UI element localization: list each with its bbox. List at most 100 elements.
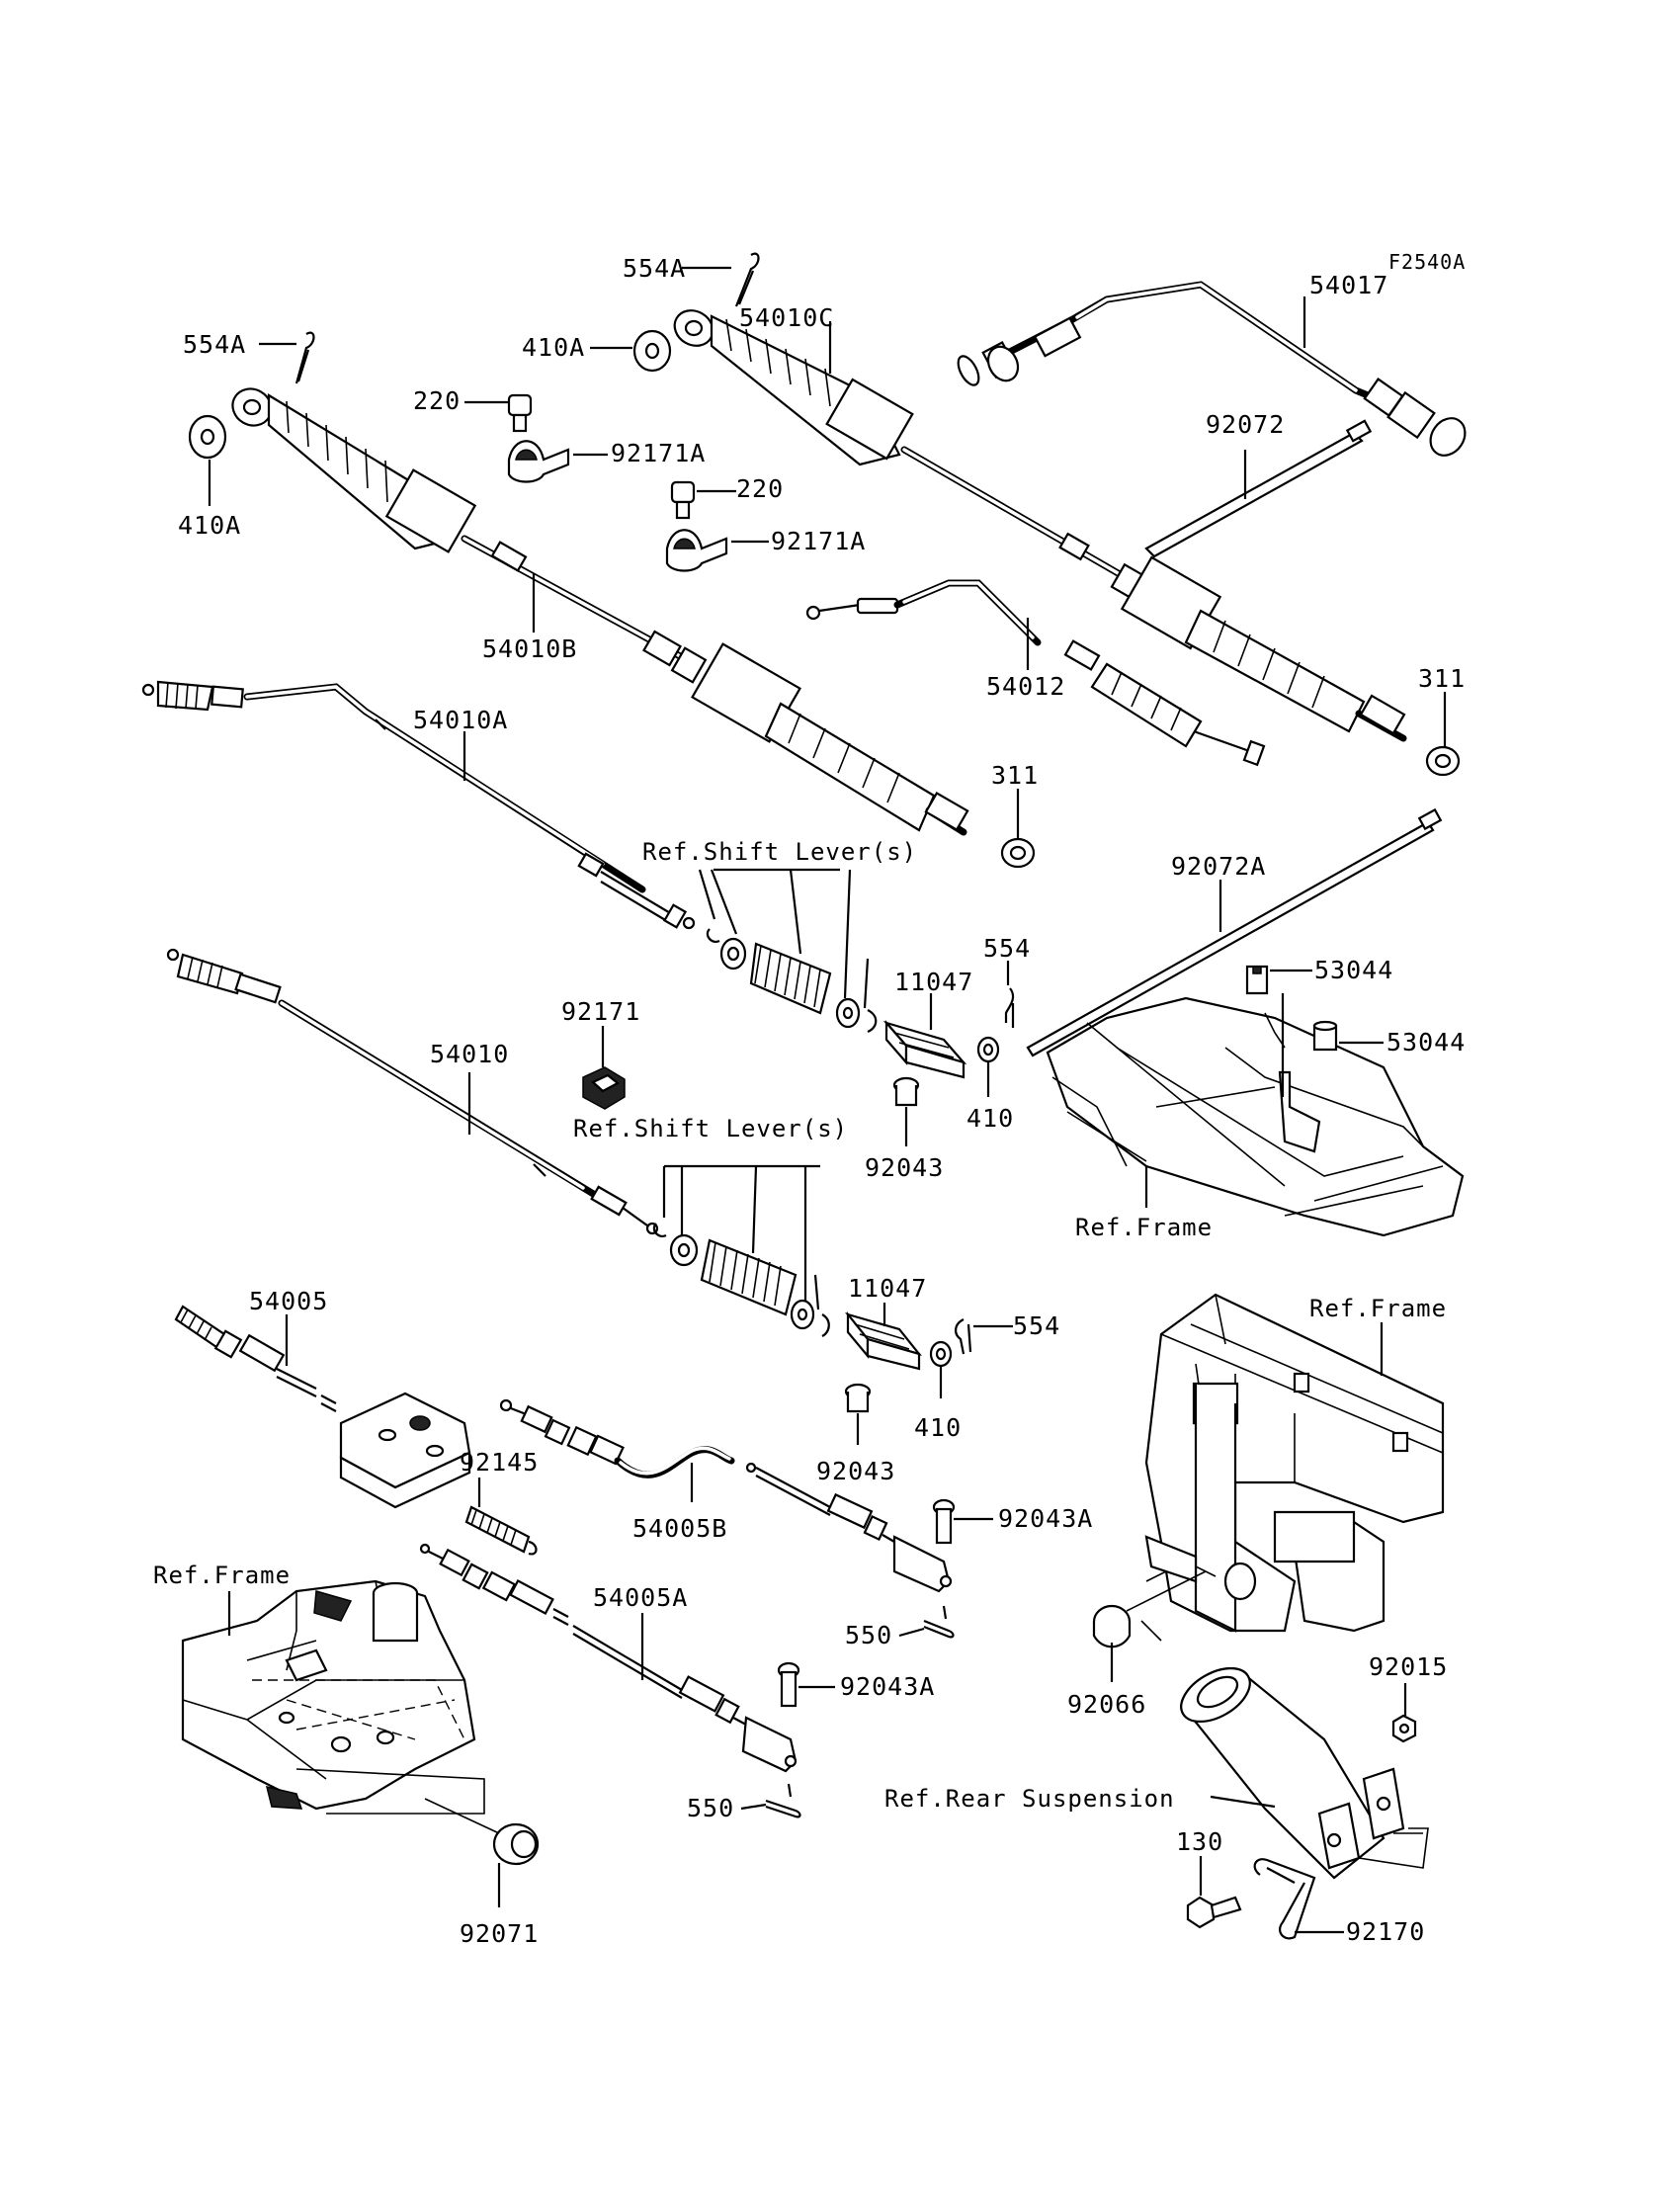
- label-54010: 54010: [430, 1040, 509, 1068]
- label-11047-b: 11047: [848, 1274, 927, 1303]
- clamp-92171A-a: [507, 440, 570, 483]
- label-554A-left: 554A: [183, 330, 246, 359]
- grommet-92071: [424, 1798, 540, 1866]
- label-311-right: 311: [1418, 664, 1466, 693]
- frame-right-middle: [1140, 1293, 1445, 1642]
- label-554A-top: 554A: [623, 254, 686, 283]
- nut-92015: [1391, 1714, 1417, 1743]
- label-410A-mid: 410A: [522, 333, 585, 362]
- label-92171A-b: 92171A: [771, 527, 866, 555]
- label-311-left: 311: [991, 761, 1039, 790]
- pin-92043A-a: [932, 1498, 956, 1545]
- label-54005B: 54005B: [632, 1514, 727, 1543]
- diagram-code: F2540A: [1388, 250, 1466, 274]
- label-92171: 92171: [561, 997, 640, 1026]
- cable-54010A: [141, 680, 696, 930]
- label-92066: 92066: [1067, 1690, 1146, 1719]
- ref-shift-lever-b: Ref.Shift Lever(s): [573, 1115, 848, 1142]
- shift-lever-parts-b: [652, 1164, 830, 1337]
- hairpin-92170: [1253, 1858, 1316, 1940]
- plug-92066: [1092, 1570, 1207, 1648]
- label-92043-b: 92043: [816, 1457, 895, 1485]
- washer-410A-mid: [632, 329, 672, 373]
- label-410-a: 410: [966, 1104, 1014, 1133]
- label-53044-a: 53044: [1314, 956, 1393, 984]
- bolt-130: [1186, 1896, 1242, 1929]
- label-92071: 92071: [460, 1919, 539, 1948]
- label-550-b: 550: [687, 1794, 734, 1822]
- shift-lever-parts-a: [698, 868, 878, 1034]
- label-53044-b: 53044: [1386, 1028, 1466, 1056]
- ref-shift-lever-a: Ref.Shift Lever(s): [642, 838, 917, 866]
- washer-410-b: [929, 1340, 953, 1368]
- cable-54005B-clevis: [745, 1462, 953, 1593]
- cable-54005A: [419, 1543, 798, 1773]
- label-220-a: 220: [413, 386, 461, 415]
- label-92015: 92015: [1369, 1652, 1448, 1681]
- spring-92145: [464, 1505, 538, 1556]
- cotter-550-a: [923, 1605, 955, 1639]
- label-54017: 54017: [1309, 271, 1388, 299]
- tie-strap-92072A: [1026, 807, 1443, 1057]
- ref-frame-b: Ref.Frame: [153, 1562, 291, 1589]
- label-54005A: 54005A: [593, 1583, 688, 1612]
- frame-top-right: [1046, 965, 1465, 1237]
- washer-410-a: [976, 1036, 1000, 1063]
- cotter-550-b: [765, 1783, 801, 1818]
- cable-54005B: [499, 1398, 735, 1479]
- label-92043-a: 92043: [865, 1153, 944, 1182]
- label-550-a: 550: [845, 1621, 892, 1649]
- clamp-92171A-b: [665, 529, 728, 572]
- leader-550-a: [898, 1627, 925, 1638]
- frame-bottom-left: [181, 1579, 485, 1815]
- label-92072A: 92072A: [1171, 852, 1266, 881]
- bolt-220-a: [507, 393, 533, 433]
- clip-554-a: [1004, 987, 1015, 1028]
- label-554-a: 554: [983, 934, 1031, 963]
- ref-rear-suspension: Ref.Rear Suspension: [884, 1785, 1175, 1813]
- cable-54010B: [231, 387, 969, 836]
- label-410A-left: 410A: [178, 511, 241, 540]
- label-92145: 92145: [460, 1448, 539, 1477]
- washer-410A-left: [188, 414, 227, 460]
- label-92072: 92072: [1206, 410, 1285, 439]
- pin-92043A-b: [777, 1661, 800, 1708]
- label-54012: 54012: [986, 672, 1065, 701]
- label-54010A: 54010A: [413, 706, 508, 734]
- cable-54005: [174, 1305, 471, 1509]
- clip-554A-top: [734, 252, 760, 307]
- label-92171A-a: 92171A: [611, 439, 706, 467]
- leader-rear-suspension: [1210, 1795, 1276, 1809]
- cable-54010: [166, 948, 659, 1235]
- bracket-11047-b: [844, 1310, 923, 1371]
- leader-550-b: [740, 1803, 767, 1811]
- ref-frame-a: Ref.Frame: [1075, 1214, 1213, 1241]
- label-92043A-a: 92043A: [998, 1504, 1093, 1533]
- label-130: 130: [1176, 1827, 1223, 1856]
- label-92043A-b: 92043A: [840, 1672, 935, 1701]
- clip-554A-left: [294, 331, 315, 384]
- label-554-b: 554: [1013, 1311, 1060, 1340]
- bracket-11047-a: [882, 1020, 967, 1079]
- label-54005: 54005: [249, 1287, 328, 1315]
- bolt-220-b: [670, 480, 696, 520]
- cable-54017: [957, 281, 1467, 457]
- clip-554-b: [955, 1318, 972, 1355]
- nut-311-left: [1000, 837, 1036, 869]
- label-410-b: 410: [914, 1413, 962, 1442]
- label-220-b: 220: [736, 474, 784, 503]
- rear-suspension: [1180, 1666, 1429, 1880]
- label-54010C: 54010C: [739, 303, 834, 332]
- label-54010B: 54010B: [482, 634, 577, 663]
- label-92170: 92170: [1346, 1917, 1425, 1946]
- ref-frame-c: Ref.Frame: [1309, 1295, 1447, 1322]
- pin-92043-b: [844, 1383, 872, 1413]
- nut-311-right: [1425, 745, 1461, 777]
- pin-92043-a: [892, 1076, 920, 1107]
- tie-strap-92072: [1144, 419, 1373, 558]
- label-11047-a: 11047: [894, 968, 973, 996]
- clip-92171: [582, 1066, 626, 1110]
- cable-54010C: [673, 309, 1407, 742]
- cable-54012: [805, 579, 1266, 767]
